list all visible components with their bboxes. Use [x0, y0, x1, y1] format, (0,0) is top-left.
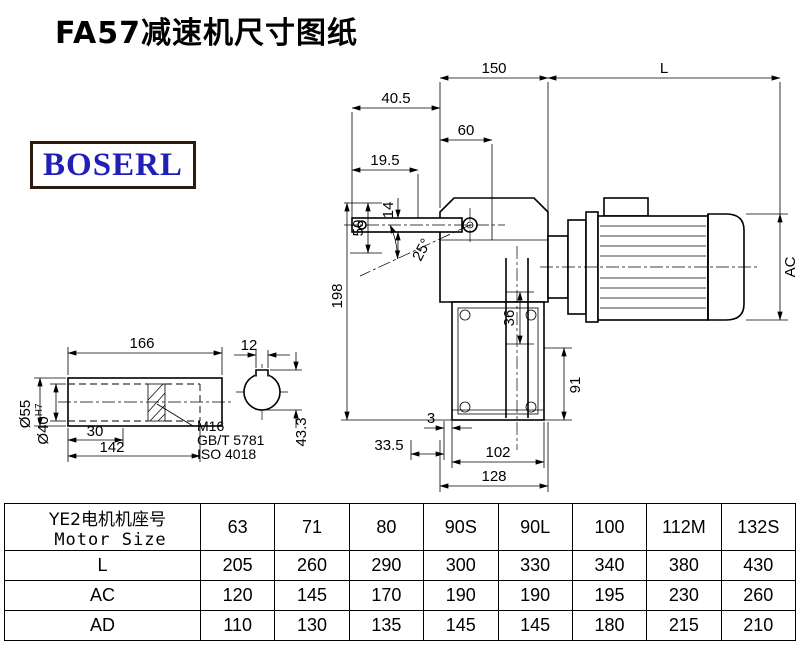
table-cell: 290: [348, 550, 425, 581]
table-cell: 260: [274, 550, 350, 581]
dim-128: 128: [481, 468, 506, 485]
hatch-pattern: [147, 383, 166, 422]
size-63: 63: [199, 503, 276, 551]
row-label-L: L: [4, 550, 201, 581]
dim-50: 50: [350, 220, 367, 237]
size-100: 100: [571, 503, 648, 551]
dim-166: 166: [129, 335, 154, 352]
table-cell: 210: [720, 610, 797, 641]
table-cell: 260: [720, 580, 797, 611]
motor-size-label-en: Motor Size: [54, 529, 167, 550]
table-cell: 190: [497, 580, 573, 611]
dim-30: 30: [87, 423, 104, 440]
center-lines: [344, 208, 758, 450]
shaft-section-view: 12 43.3: [234, 337, 310, 447]
dim-AC: AC: [782, 256, 799, 277]
dim-198: 198: [329, 283, 346, 308]
dim-dia55: Ø55: [17, 400, 34, 428]
table-row-L: L 205 260 290 300 330 340 380 430: [4, 550, 797, 581]
row-label-AC: AC: [4, 580, 201, 611]
row-label-AD: AD: [4, 610, 201, 641]
table-cell: 380: [646, 550, 722, 581]
brand-logo-box: BOSERL: [30, 141, 196, 189]
dim-25deg: 25°: [409, 236, 435, 264]
size-80: 80: [348, 503, 425, 551]
page-title: FA57减速机尺寸图纸: [55, 16, 359, 51]
table-cell: 340: [571, 550, 648, 581]
dim-3: 3: [427, 410, 435, 427]
note-m16: M16: [197, 418, 224, 434]
table-cell: 180: [571, 610, 648, 641]
size-90L: 90L: [497, 503, 573, 551]
motor-size-label-cell: YE2电机机座号 Motor Size: [4, 503, 201, 551]
table-cell: 230: [646, 580, 722, 611]
motor-size-label-cn: YE2电机机座号: [49, 509, 166, 530]
motor-size-table: YE2电机机座号 Motor Size 63 71 80 90S 90L 100…: [4, 503, 797, 641]
main-dimensions: 150 L 40.5 60 19.5 50 14 25° 198 36 91 A…: [329, 60, 799, 492]
table-cell: 300: [423, 550, 499, 581]
dim-dia40H7: Ø40H7: [34, 403, 52, 445]
table-cell: 120: [199, 580, 276, 611]
dim-142: 142: [99, 439, 124, 456]
note-gbt5781: GB/T 5781: [197, 432, 265, 448]
size-132S: 132S: [720, 503, 797, 551]
table-cell: 110: [199, 610, 276, 641]
dim-L: L: [660, 60, 668, 77]
dim-36: 36: [501, 310, 518, 327]
table-row-AD: AD 110 130 135 145 145 180 215 210: [4, 610, 797, 641]
table-header-row: YE2电机机座号 Motor Size 63 71 80 90S 90L 100…: [4, 503, 797, 551]
table-cell: 145: [274, 580, 350, 611]
note-iso4018: ISO 4018: [197, 446, 256, 462]
table-cell: 135: [348, 610, 425, 641]
table-cell: 195: [571, 580, 648, 611]
table-cell: 145: [423, 610, 499, 641]
dim-19-5: 19.5: [370, 152, 399, 169]
dim-40-5: 40.5: [381, 90, 410, 107]
motor: [547, 197, 745, 323]
brand-logo-text: BOSERL: [43, 146, 183, 183]
table-cell: 430: [720, 550, 797, 581]
size-112M: 112M: [646, 503, 722, 551]
technical-drawing: 150 L 40.5 60 19.5 50 14 25° 198 36 91 A…: [17, 60, 799, 492]
dim-60: 60: [458, 122, 475, 139]
shaft-detail-view: 166 30 142 Ø55 Ø40H7 M16 GB/T 5781 ISO 4…: [17, 335, 265, 462]
table-cell: 205: [199, 550, 276, 581]
dim-43-3: 43.3: [293, 417, 310, 446]
size-90S: 90S: [423, 503, 499, 551]
table-cell: 190: [423, 580, 499, 611]
dim-91: 91: [567, 377, 584, 394]
table-row-AC: AC 120 145 170 190 190 195 230 260: [4, 580, 797, 611]
table-cell: 130: [274, 610, 350, 641]
table-cell: 215: [646, 610, 722, 641]
dim-102: 102: [485, 444, 510, 461]
table-cell: 330: [497, 550, 573, 581]
size-71: 71: [274, 503, 350, 551]
dim-14: 14: [380, 202, 397, 219]
table-cell: 145: [497, 610, 573, 641]
dim-150: 150: [481, 60, 506, 77]
dim-12: 12: [241, 337, 258, 354]
table-cell: 170: [348, 580, 425, 611]
dim-33-5: 33.5: [374, 437, 403, 454]
